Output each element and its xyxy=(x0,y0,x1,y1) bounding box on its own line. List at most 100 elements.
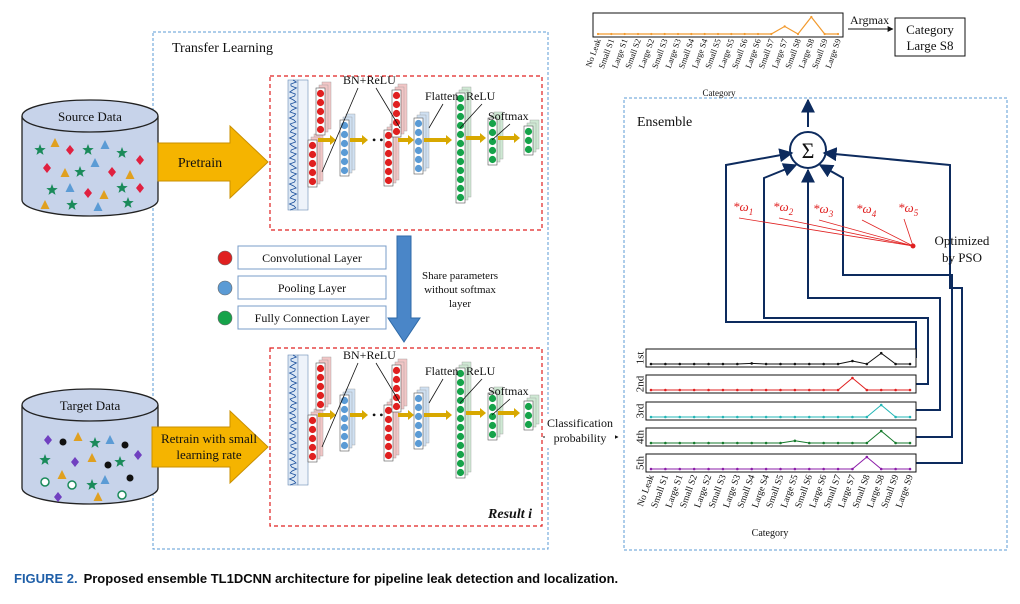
circle-marker xyxy=(126,474,134,482)
diamond-marker xyxy=(54,492,62,502)
triangle-marker xyxy=(87,453,97,462)
pretrain-arrow xyxy=(157,124,269,200)
flow-arrow xyxy=(466,136,480,140)
data-point xyxy=(649,388,653,392)
data-point xyxy=(908,441,912,445)
input-signal xyxy=(297,354,309,486)
flow-arrow xyxy=(498,136,514,140)
star-marker xyxy=(66,199,78,210)
argmax-label: Argmax xyxy=(850,13,889,27)
flow-arrow-head xyxy=(408,410,414,420)
data-point xyxy=(703,32,706,36)
flow-arrow xyxy=(350,413,362,417)
data-point xyxy=(793,439,797,443)
data-point xyxy=(649,467,653,471)
flow-arrow xyxy=(424,138,446,142)
softmax-layer-neuron xyxy=(524,420,533,429)
data-point xyxy=(894,467,897,471)
data-point xyxy=(650,32,653,36)
data-point xyxy=(636,32,640,36)
fc-layer-neuron xyxy=(456,184,465,193)
model-chart-label: 5th xyxy=(635,455,647,470)
pointer-line xyxy=(321,87,359,173)
data-point xyxy=(663,32,666,36)
diamond-marker xyxy=(66,145,74,155)
data-point xyxy=(865,441,869,445)
fc-layer-neuron xyxy=(456,166,465,175)
ensemble-route xyxy=(801,168,941,411)
pointer-line xyxy=(375,362,401,404)
fc-layer-neuron xyxy=(488,430,497,439)
data-point xyxy=(716,32,720,36)
data-point xyxy=(836,362,840,366)
conv-layer-frame xyxy=(383,129,394,187)
legend-marker xyxy=(217,310,233,326)
fc-layer-neuron xyxy=(456,112,465,121)
data-point xyxy=(750,467,754,471)
retrain-label-line1: Retrain with small xyxy=(161,431,257,446)
softmax-layer-neuron xyxy=(524,411,533,420)
data-point xyxy=(750,362,754,365)
conv-layer-neuron xyxy=(384,158,393,167)
data-point xyxy=(823,32,826,36)
data-point xyxy=(736,362,739,366)
conv-layer-neuron xyxy=(384,415,393,424)
weight-line xyxy=(903,218,914,247)
data-point xyxy=(865,362,869,366)
pool-layer-neuron xyxy=(340,157,349,166)
data-point xyxy=(865,415,869,419)
data-point xyxy=(707,362,710,366)
data-point xyxy=(822,388,825,392)
fc-layer-neuron xyxy=(456,396,465,405)
conv-layer-neuron xyxy=(308,168,317,177)
diamond-marker xyxy=(108,167,116,177)
diamond-marker xyxy=(43,163,51,173)
conv-layer-neuron xyxy=(384,451,393,460)
pool-layer-neuron xyxy=(414,421,423,430)
pool-layer-neuron xyxy=(414,128,423,137)
circle-marker xyxy=(104,461,112,469)
softmax-layer-neuron xyxy=(524,136,533,145)
fc-layer-neuron xyxy=(456,405,465,414)
data-point xyxy=(908,388,912,392)
data-point xyxy=(743,32,746,36)
conv-layer-neuron xyxy=(316,364,325,373)
flow-arrow xyxy=(498,411,514,415)
model-chart-label: 2nd xyxy=(635,375,647,392)
classification-label-line1: Classification xyxy=(547,416,613,430)
data-point xyxy=(664,362,667,366)
fc-layer-neuron xyxy=(488,403,497,412)
output-chart-frame xyxy=(592,12,844,38)
data-point xyxy=(707,388,710,392)
predicted-category-box xyxy=(894,17,966,57)
pool-layer-frame xyxy=(413,392,424,450)
data-point xyxy=(736,415,739,419)
relu-label: ReLU xyxy=(466,89,496,103)
pool-layer-neuron xyxy=(340,166,349,175)
fc-layer-neuron xyxy=(488,128,497,137)
weight-line xyxy=(778,217,914,247)
data-point xyxy=(807,441,811,445)
data-point xyxy=(690,32,693,36)
triangle-marker xyxy=(100,140,110,149)
data-point xyxy=(908,415,912,419)
data-point xyxy=(879,429,883,433)
fc-layer-neuron xyxy=(456,432,465,441)
data-point xyxy=(822,441,825,445)
data-point xyxy=(721,467,725,471)
retrain-label-line2: learning rate xyxy=(176,447,242,462)
fc-layer-neuron xyxy=(488,137,497,146)
legend-label: Pooling Layer xyxy=(278,281,346,295)
data-point xyxy=(851,376,854,380)
ensemble-axis-label: Category xyxy=(752,528,789,539)
conv-layer-neuron xyxy=(392,127,401,136)
ensemble-route xyxy=(763,163,929,385)
conv-layer-neuron xyxy=(316,400,325,409)
star-marker xyxy=(82,144,94,155)
data-point xyxy=(851,467,854,471)
triangle-marker xyxy=(99,190,109,199)
fc-layer-neuron xyxy=(456,468,465,477)
triangle-marker xyxy=(73,432,83,441)
